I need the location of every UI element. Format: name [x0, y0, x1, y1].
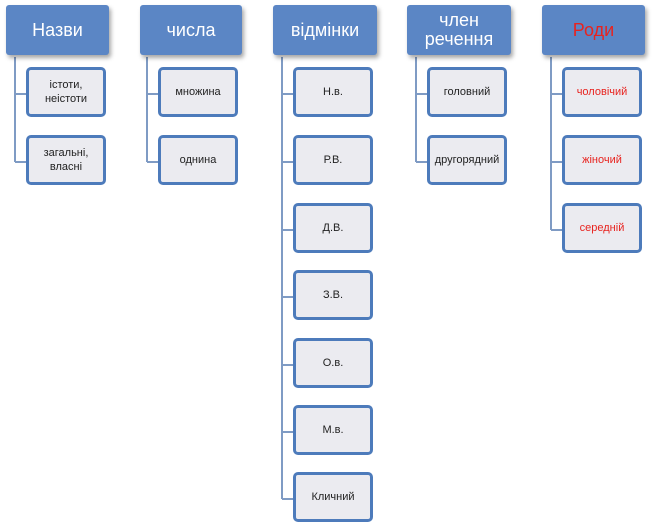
node-mnozhyna: множина — [158, 67, 238, 117]
node-accusative: З.В. — [293, 270, 373, 320]
node-serednii: середній — [562, 203, 642, 253]
node-cholovichyi: чоловічий — [562, 67, 642, 117]
node-dative: Д.В. — [293, 203, 373, 253]
node-holovnyi: головний — [427, 67, 507, 117]
node-istoty: істоти, неістоти — [26, 67, 106, 117]
node-genitive: Р.В. — [293, 135, 373, 185]
header-chlen-rechennia: член речення — [407, 5, 511, 55]
node-druhoriadnyi: другорядний — [427, 135, 507, 185]
node-zahalni: загальні, власні — [26, 135, 106, 185]
header-chysla: числа — [140, 5, 242, 55]
node-vocative: Кличний — [293, 472, 373, 522]
node-odnyna: однина — [158, 135, 238, 185]
node-nominative: Н.в. — [293, 67, 373, 117]
node-locative: М.в. — [293, 405, 373, 455]
header-vidminky: відмінки — [273, 5, 377, 55]
node-zhinochyi: жіночий — [562, 135, 642, 185]
header-nazvy: Назви — [6, 5, 109, 55]
node-instrumental: О.в. — [293, 338, 373, 388]
header-rody: Роди — [542, 5, 645, 55]
